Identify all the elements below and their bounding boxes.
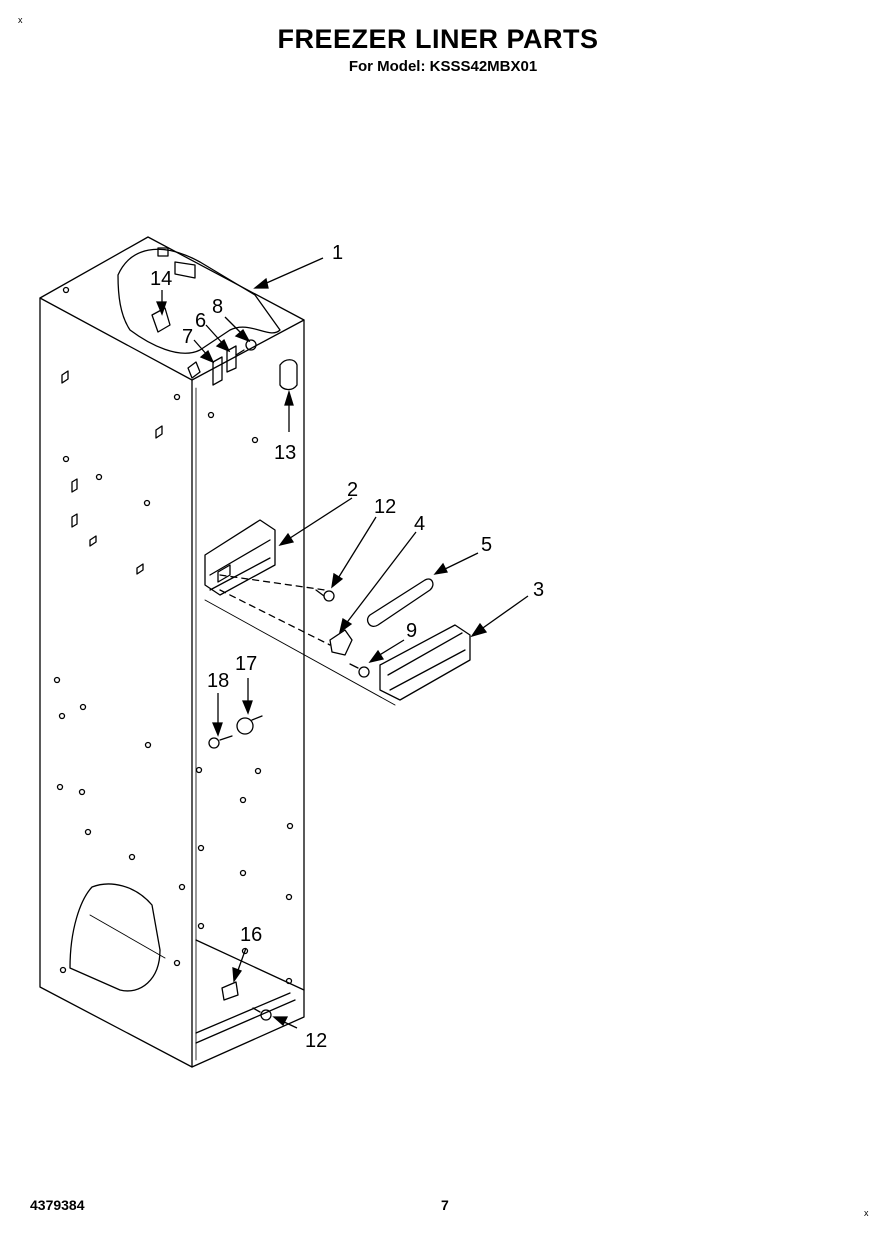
callout-14: 14: [150, 268, 172, 290]
callout-7: 7: [182, 326, 193, 348]
callout-3: 3: [533, 579, 544, 601]
callout-12-lower: 12: [305, 1030, 327, 1052]
callout-13: 13: [274, 442, 296, 464]
callout-4: 4: [414, 513, 425, 535]
top-opening: [117, 248, 281, 354]
bottom-duct-opening: [69, 883, 161, 992]
callout-9: 9: [406, 620, 417, 642]
callout-8: 8: [212, 296, 223, 318]
callout-16: 16: [240, 924, 262, 946]
callout-2: 2: [347, 479, 358, 501]
light-shield: [379, 624, 471, 701]
page-title: FREEZER LINER PARTS: [277, 24, 599, 54]
document-number: 4379384: [30, 1197, 85, 1213]
light-bulb: [366, 578, 434, 627]
callout-12-upper: 12: [374, 496, 396, 518]
liner-outline: [39, 236, 305, 1068]
cover-bracket: [204, 519, 276, 596]
callout-6: 6: [195, 310, 206, 332]
lamp-socket: [329, 629, 353, 656]
callout-1: 1: [332, 242, 343, 264]
callout-18: 18: [207, 670, 229, 692]
page-number: 7: [441, 1197, 449, 1213]
callout-17: 17: [235, 653, 257, 675]
liner-front-edge: [39, 297, 305, 381]
corner-mark-top-left: x: [18, 15, 23, 25]
model-subtitle: For Model: KSSS42MBX01: [348, 58, 538, 75]
callout-5: 5: [481, 534, 492, 556]
corner-mark-bottom-right: x: [864, 1208, 869, 1218]
